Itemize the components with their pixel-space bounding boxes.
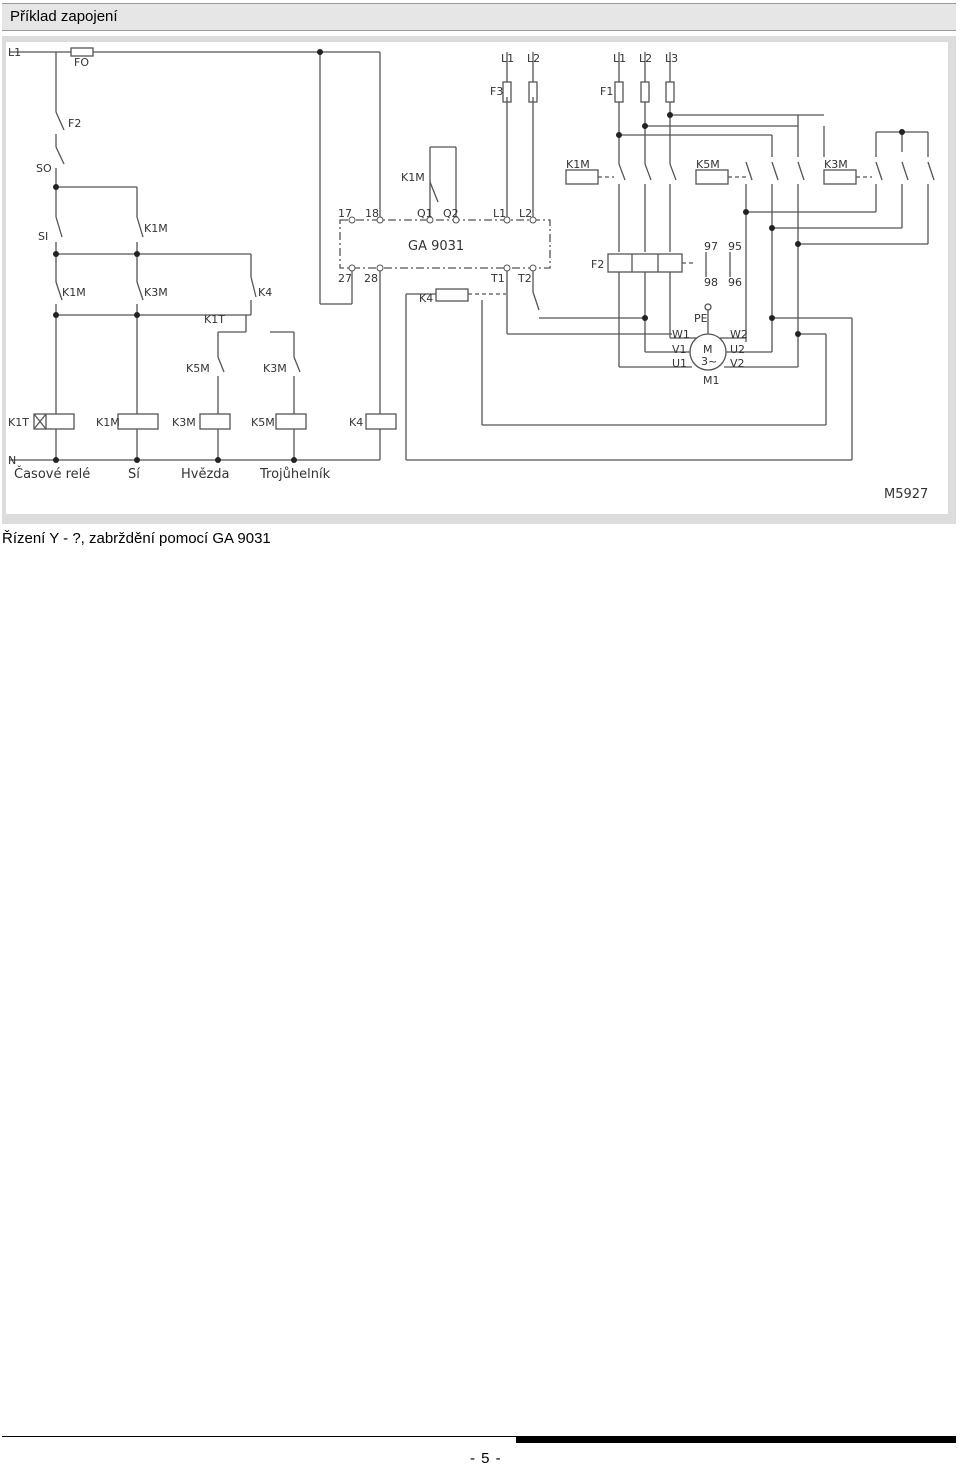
device-label: GA 9031	[408, 239, 464, 254]
label-98: 98	[704, 276, 718, 289]
label-motor-3ph: 3~	[701, 355, 717, 368]
label-n: N	[8, 454, 16, 467]
label-k1m-main: K1M	[566, 158, 590, 171]
terminal-t2: T2	[517, 272, 532, 285]
label-fo: FO	[74, 56, 89, 69]
label-k5m-b: K5M	[251, 416, 275, 429]
label-f2-main: F2	[591, 258, 604, 271]
label-k5m-main: K5M	[696, 158, 720, 171]
page-number: - 5 -	[470, 1450, 502, 1467]
label-l3-main: L3	[665, 52, 678, 65]
label-v1: V1	[672, 343, 687, 356]
label-k1t-b: K1T	[8, 416, 29, 429]
terminal-28: 28	[364, 272, 378, 285]
label-f3: F3	[490, 85, 503, 98]
terminal-l1: L1	[493, 207, 506, 220]
label-delta: Trojůhelník	[259, 467, 331, 482]
label-l1-ctrl: L1	[501, 52, 514, 65]
label-k1m-d: K1M	[401, 171, 425, 184]
label-k4-c: K4	[419, 292, 433, 305]
label-k3m-b: K3M	[263, 362, 287, 375]
wiring-diagram: L1 FO F2 SO SI K1M K1M K3M K4 K1T K5M K3…	[6, 42, 948, 514]
drawing-id: M5927	[884, 487, 928, 502]
label-k1m-c: K1M	[96, 416, 120, 429]
footer-bar	[516, 1436, 956, 1443]
label-u1: U1	[672, 357, 687, 370]
label-timer-relay: Časové relé	[14, 466, 90, 482]
label-motor-m: M	[703, 343, 713, 356]
label-k1m-a: K1M	[144, 222, 168, 235]
label-97: 97	[704, 240, 718, 253]
label-v2: V2	[730, 357, 745, 370]
label-pe: PE	[694, 312, 708, 325]
label-k3m-main: K3M	[824, 158, 848, 171]
terminal-17: 17	[338, 207, 352, 220]
label-k1t-a: K1T	[204, 313, 225, 326]
terminal-q2: Q2	[443, 207, 459, 220]
terminal-27: 27	[338, 272, 352, 285]
label-u2: U2	[730, 343, 745, 356]
label-k4-b: K4	[349, 416, 363, 429]
label-k3m-c: K3M	[172, 416, 196, 429]
label-l1: L1	[8, 46, 21, 59]
label-l1-main: L1	[613, 52, 626, 65]
label-si: SI	[38, 230, 48, 243]
label-f2: F2	[68, 117, 81, 130]
terminal-q1: Q1	[417, 207, 433, 220]
label-k1m-b: K1M	[62, 286, 86, 299]
label-k3m-a: K3M	[144, 286, 168, 299]
label-m1: M1	[703, 374, 720, 387]
terminal-18: 18	[365, 207, 379, 220]
terminal-l2: L2	[519, 207, 532, 220]
terminal-t1: T1	[490, 272, 505, 285]
label-f1: F1	[600, 85, 613, 98]
label-w1: W1	[672, 328, 690, 341]
label-k4-a: K4	[258, 286, 272, 299]
footer-rule	[2, 1436, 956, 1437]
label-star: Hvězda	[181, 467, 230, 482]
label-l2-main: L2	[639, 52, 652, 65]
figure-caption: Řízení Y - ?, zabrždění pomocí GA 9031	[2, 530, 271, 547]
label-l2-ctrl: L2	[527, 52, 540, 65]
label-w2: W2	[730, 328, 748, 341]
label-96: 96	[728, 276, 742, 289]
label-k5m-a: K5M	[186, 362, 210, 375]
section-header: Příklad zapojení	[2, 3, 956, 31]
label-95: 95	[728, 240, 742, 253]
section-title: Příklad zapojení	[10, 8, 118, 25]
label-so: SO	[36, 162, 52, 175]
label-mains: Sí	[128, 467, 140, 482]
